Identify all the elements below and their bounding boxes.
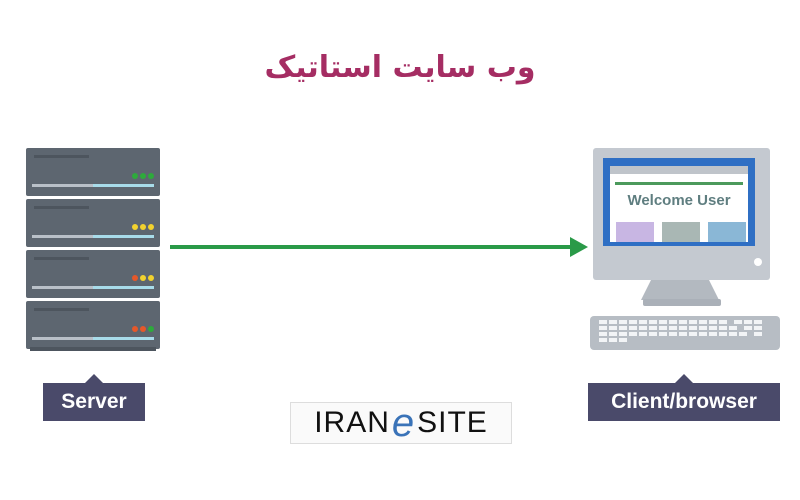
status-led (148, 326, 154, 332)
key (719, 326, 727, 330)
server-unit (26, 301, 160, 349)
status-led (132, 224, 138, 230)
key (659, 332, 667, 336)
arrow-icon (170, 237, 588, 257)
key (619, 320, 627, 324)
key (629, 326, 637, 330)
status-led (132, 275, 138, 281)
key (659, 326, 667, 330)
key (729, 332, 737, 336)
key (669, 332, 677, 336)
client-label: Client/browser (588, 374, 780, 421)
status-led (140, 173, 146, 179)
key (699, 326, 707, 330)
browser-window: Welcome User (610, 166, 748, 242)
key (629, 320, 637, 324)
key (719, 332, 727, 336)
key (619, 326, 627, 330)
key (709, 320, 717, 324)
key (649, 320, 657, 324)
key (679, 332, 687, 336)
status-led (140, 224, 146, 230)
key (639, 326, 647, 330)
key (739, 332, 747, 336)
key (679, 320, 687, 324)
key (659, 320, 667, 324)
server-unit (26, 199, 160, 247)
key (639, 320, 647, 324)
key (599, 326, 607, 330)
key (619, 332, 627, 336)
key (734, 320, 742, 324)
key (599, 320, 607, 324)
key (689, 332, 697, 336)
key (754, 320, 762, 324)
key (709, 332, 717, 336)
key (649, 326, 657, 330)
status-led (148, 173, 154, 179)
key (669, 320, 677, 324)
key (619, 338, 627, 342)
key (649, 332, 657, 336)
status-led (140, 326, 146, 332)
server-label: Server (43, 374, 145, 421)
key (729, 326, 737, 330)
key (609, 332, 617, 336)
key (699, 332, 707, 336)
key (599, 338, 607, 342)
key (679, 326, 687, 330)
keyboard-icon (590, 316, 780, 350)
key (744, 320, 752, 324)
status-led (148, 224, 154, 230)
key (609, 326, 617, 330)
server-unit (26, 250, 160, 298)
status-led (132, 173, 138, 179)
key (754, 326, 762, 330)
key (629, 332, 637, 336)
key (639, 332, 647, 336)
key (689, 326, 697, 330)
key (719, 320, 727, 324)
key (699, 320, 707, 324)
key (609, 320, 617, 324)
key (744, 326, 752, 330)
page-title: وب سایت استاتیک (264, 50, 536, 85)
status-led (132, 326, 138, 332)
key (609, 338, 617, 342)
key (754, 332, 762, 336)
key (599, 332, 607, 336)
status-led (148, 275, 154, 281)
status-led (140, 275, 146, 281)
server-unit (26, 148, 160, 196)
key (669, 326, 677, 330)
welcome-text: Welcome User (627, 192, 731, 209)
key (689, 320, 697, 324)
key (709, 326, 717, 330)
